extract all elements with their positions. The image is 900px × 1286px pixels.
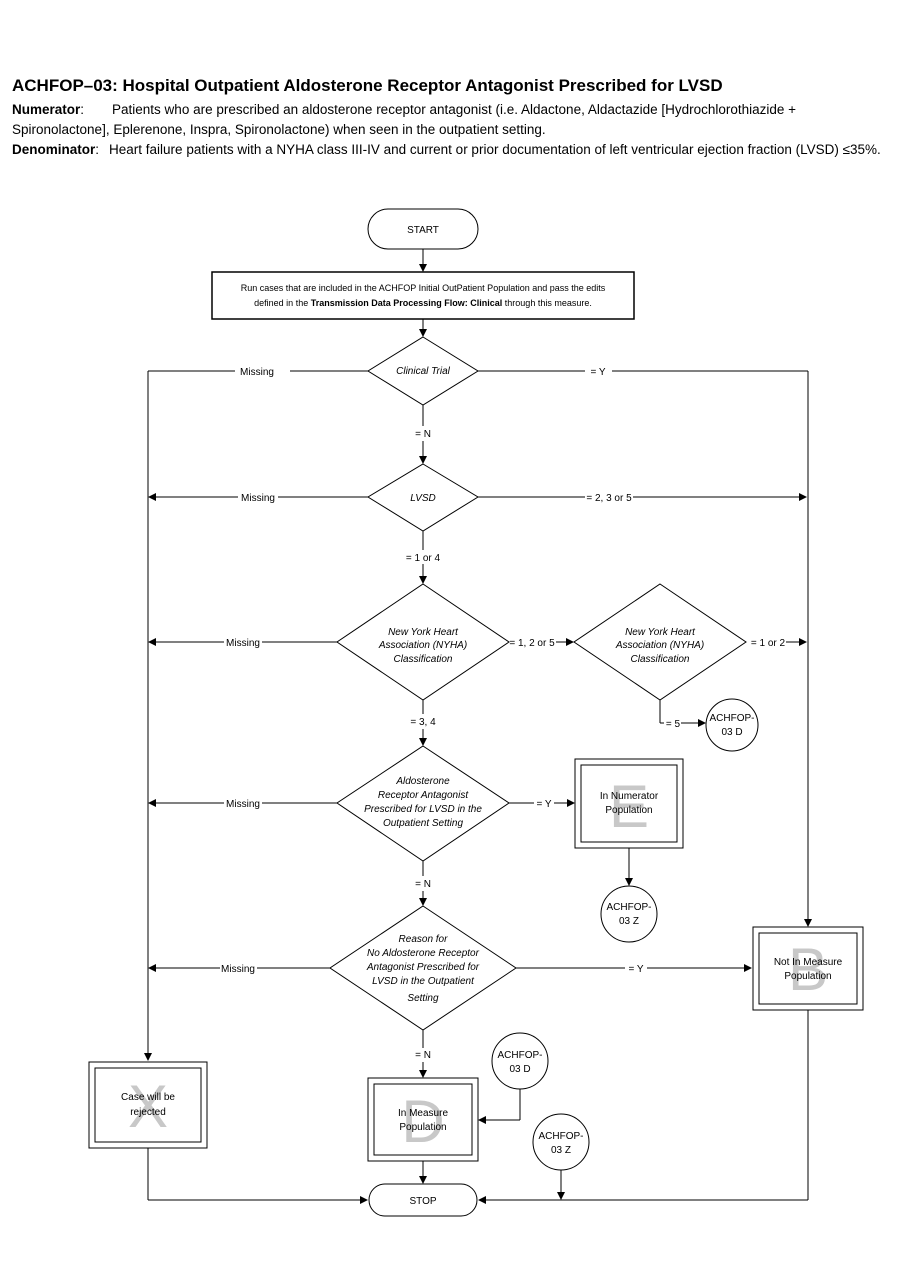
start-label: START — [407, 225, 439, 236]
conn-z-upper-line2: 03 Z — [619, 916, 639, 927]
conn-d-lower-line1: ACHFOP- — [498, 1050, 543, 1061]
eq-y-label-3: = Y — [628, 964, 643, 975]
in-measure-line2: Population — [399, 1122, 446, 1133]
nyha2-line1: New York Heart — [625, 627, 696, 638]
denominator-definition: Denominator:Heart failure patients with … — [12, 142, 881, 157]
missing-label-5: Missing — [221, 964, 255, 975]
reason-line3: Antagonist Prescribed for — [366, 962, 480, 973]
lvsd-label: LVSD — [410, 493, 436, 504]
not-in-measure-line2: Population — [784, 971, 831, 982]
not-in-measure-line1: Not In Measure — [774, 957, 843, 968]
in-measure-line1: In Measure — [398, 1108, 448, 1119]
conn-d-lower-line2: 03 D — [509, 1064, 530, 1075]
letter-b: B — [788, 936, 828, 1003]
connector-achfop-03-z-upper — [600, 885, 658, 943]
eq-34-label: = 3, 4 — [410, 717, 436, 728]
page-title: ACHFOP–03: Hospital Outpatient Aldostero… — [12, 76, 723, 95]
reason-line4: LVSD in the Outpatient — [372, 976, 475, 987]
rejected-line1: Case will be — [121, 1092, 175, 1103]
connector-achfop-03-d-lower — [491, 1032, 549, 1090]
in-numerator-line1: In Numerator — [600, 791, 659, 802]
eq-y-label-1: = Y — [590, 367, 605, 378]
nyha2-line3: Classification — [631, 654, 690, 665]
missing-label-3: Missing — [226, 638, 260, 649]
denominator-text: Heart failure patients with a NYHA class… — [109, 142, 881, 157]
eq-5-label: = 5 — [666, 719, 681, 730]
denominator-label: Denominator — [12, 142, 96, 157]
run-cases-line2: defined in the Transmission Data Process… — [254, 298, 592, 308]
eq-14-label: = 1 or 4 — [406, 553, 441, 564]
aldosterone-line1: Aldosterone — [395, 776, 450, 787]
nyha1-line3: Classification — [394, 654, 453, 665]
nyha1-line1: New York Heart — [388, 627, 459, 638]
run-cases-bold: Transmission Data Processing Flow: Clini… — [311, 298, 503, 308]
eq-235-label: = 2, 3 or 5 — [586, 493, 632, 504]
missing-label-1: Missing — [240, 367, 274, 378]
run-cases-post: through this measure. — [505, 298, 592, 308]
missing-label-4: Missing — [226, 799, 260, 810]
run-cases-pre: defined in the — [254, 298, 308, 308]
run-cases-line1: Run cases that are included in the ACHFO… — [241, 283, 606, 293]
letter-x: X — [128, 1073, 168, 1140]
conn-z-lower-line1: ACHFOP- — [539, 1131, 584, 1142]
aldosterone-line2: Receptor Antagonist — [378, 790, 469, 801]
aldosterone-line3: Prescribed for LVSD in the — [364, 804, 482, 815]
numerator-definition: Numerator:Patients who are prescribed an… — [12, 102, 797, 137]
nyha2-line2: Association (NYHA) — [615, 640, 704, 651]
stop-terminator — [368, 1183, 478, 1217]
clinical-trial-label: Clinical Trial — [396, 366, 450, 377]
eq-125-label: = 1, 2 or 5 — [509, 638, 555, 649]
rejected-line2: rejected — [130, 1107, 166, 1118]
eq-n-label-2: = N — [415, 879, 431, 890]
eq-y-label-2: = Y — [536, 799, 551, 810]
numerator-label: Numerator — [12, 102, 81, 117]
conn-d-upper-line2: 03 D — [721, 727, 742, 738]
nyha1-line2: Association (NYHA) — [378, 640, 467, 651]
in-numerator-line2: Population — [605, 805, 652, 816]
letter-d: D — [401, 1088, 444, 1155]
aldosterone-line4: Outpatient Setting — [383, 818, 463, 829]
conn-z-upper-line1: ACHFOP- — [607, 902, 652, 913]
eq-n-label-3: = N — [415, 1050, 431, 1061]
conn-d-upper-line1: ACHFOP- — [710, 713, 755, 724]
connector-achfop-03-d-upper — [705, 698, 759, 752]
letter-e: E — [609, 773, 649, 840]
eq-n-label-1: = N — [415, 429, 431, 440]
missing-label-2: Missing — [241, 493, 275, 504]
reason-line2: No Aldosterone Receptor — [367, 948, 480, 959]
conn-z-lower-line2: 03 Z — [551, 1145, 571, 1156]
reason-line5: Setting — [407, 993, 439, 1004]
stop-label: STOP — [409, 1196, 436, 1207]
run-cases-box — [211, 271, 635, 320]
eq-12-label: = 1 or 2 — [751, 638, 786, 649]
reason-line1: Reason for — [399, 934, 449, 945]
numerator-text: Patients who are prescribed an aldostero… — [12, 102, 797, 137]
connector-achfop-03-z-lower — [532, 1113, 590, 1171]
page-header: ACHFOP–03: Hospital Outpatient Aldostero… — [12, 76, 892, 160]
